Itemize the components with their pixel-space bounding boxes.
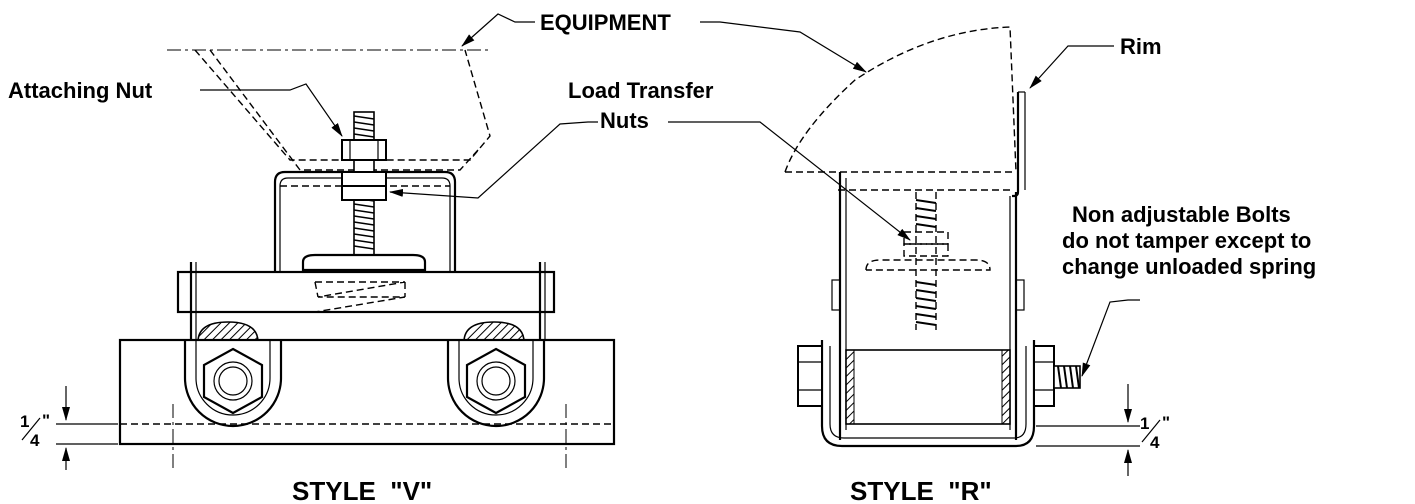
label-rim: Rim [1120, 34, 1162, 59]
load-transfer-nut-r-1 [903, 231, 949, 245]
dim-denominator-left: 4 [30, 431, 40, 450]
rubber-element-r [845, 349, 1011, 425]
load-transfer-nut-v-2 [341, 185, 387, 201]
hex-nut-v-right [465, 347, 527, 415]
base-channel-v [118, 338, 616, 446]
label-non-adjustable-3: change unloaded spring [1062, 254, 1316, 279]
label-attaching-nut: Attaching Nut [8, 78, 153, 103]
label-nuts: Nuts [600, 108, 649, 133]
label-style-v: STYLE "V" [292, 476, 432, 504]
label-equipment: EQUIPMENT [540, 10, 671, 35]
equipment-outline-v [167, 49, 491, 171]
equipment-outline-r [784, 26, 1017, 173]
load-transfer-nut-r-2 [903, 243, 949, 257]
label-non-adjustable-2: do not tamper except to [1062, 228, 1311, 253]
dim-numerator-left: 1 [20, 412, 29, 431]
label-load-transfer: Load Transfer [568, 78, 714, 103]
dim-numerator-right: 1 [1140, 414, 1149, 433]
style-r-mount: 1 4 " [784, 26, 1170, 476]
slot-v-left [183, 340, 283, 428]
dim-inch-left: " [42, 411, 50, 430]
label-style-r: STYLE "R" [850, 476, 992, 504]
threaded-rod-r [915, 192, 937, 330]
dim-denominator-right: 4 [1150, 433, 1160, 452]
attaching-nut-v [341, 139, 387, 161]
slot-v-right [446, 340, 546, 428]
rubber-pad-v-right [463, 321, 525, 343]
dimension-quarter-inch-right: 1 4 " [1036, 384, 1170, 476]
label-non-adjustable-1: Non adjustable Bolts [1072, 202, 1291, 227]
spring-cap-r [865, 259, 991, 271]
bottom-bracket-r [820, 340, 1036, 448]
hex-nut-v-left [202, 347, 264, 415]
leader-lines [200, 13, 1140, 377]
style-v-mount: 1 4 " [20, 49, 616, 470]
spring-plate-v [176, 270, 556, 314]
dimension-quarter-inch-left: 1 4 " [20, 386, 118, 470]
dim-inch-right: " [1162, 413, 1170, 432]
spring-cap-v [301, 253, 427, 272]
rubber-pad-v-left [197, 321, 259, 343]
through-bolt-r [797, 345, 1081, 407]
spring-coil-v [314, 281, 406, 313]
load-transfer-nut-v-1 [341, 171, 387, 187]
